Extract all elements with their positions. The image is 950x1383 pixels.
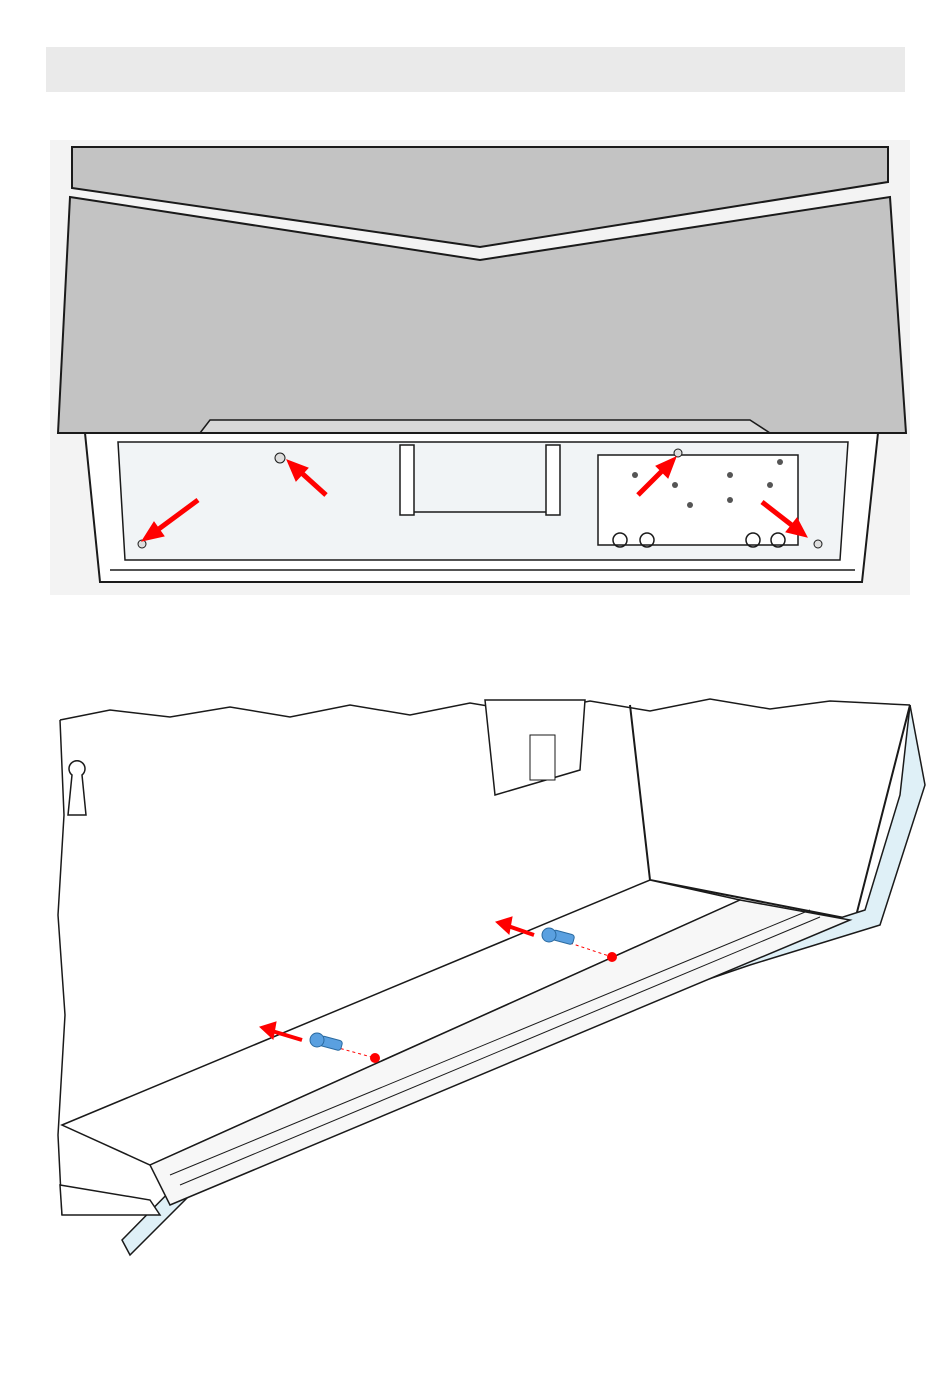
figure-hood-front-view [50,140,910,595]
rail-upper [62,880,740,1165]
control-box-hole [777,459,783,465]
keyhole-slot [68,761,86,815]
control-box-hole [727,472,733,478]
bracket-left [400,445,414,515]
header-bar [46,47,905,92]
plate-bracket [530,735,555,780]
control-box-hole [687,502,693,508]
control-box-hole [672,482,678,488]
figure-hood-underside-view [50,695,930,1265]
panel-lip [200,420,770,433]
control-box [598,455,798,545]
control-box-hole [727,497,733,503]
hood-underside-drawing [50,695,930,1265]
red-arrow-head [496,917,512,934]
control-box-hole [632,472,638,478]
screw-head [814,540,822,548]
hood-front-drawing [50,140,910,595]
control-box-hole [767,482,773,488]
bracket-right [546,445,560,515]
red-arrow-head [260,1022,276,1039]
screw-head [674,449,682,457]
front-bar [60,1185,160,1215]
screw-head [275,453,285,463]
left-edge [58,720,65,1215]
